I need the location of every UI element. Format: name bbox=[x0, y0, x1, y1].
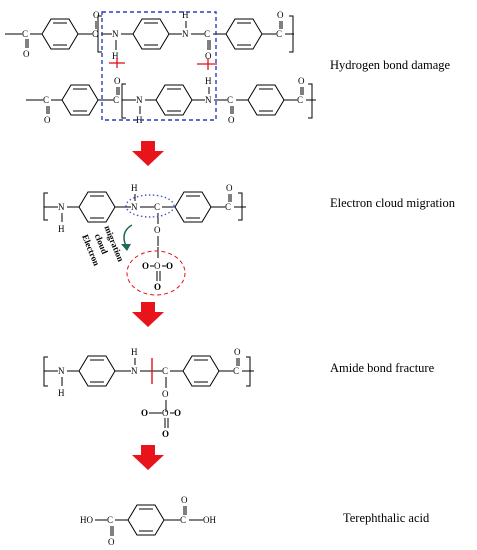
atom-h: H bbox=[58, 224, 65, 234]
atom-o: O bbox=[93, 10, 100, 20]
atom-c: C bbox=[107, 515, 113, 525]
atom-h: H bbox=[136, 115, 143, 125]
atom-h: H bbox=[112, 51, 119, 61]
benzene-ring bbox=[132, 18, 170, 50]
atom-n: N bbox=[131, 202, 138, 212]
atom-c: C bbox=[113, 95, 119, 105]
atom-o: O bbox=[141, 408, 148, 418]
electron-migration-structure: N H N H C O C O O O bbox=[43, 183, 246, 292]
atom-n: N bbox=[131, 366, 138, 376]
atom-ho: HO bbox=[80, 515, 93, 525]
atom-c: C bbox=[233, 366, 239, 376]
benzene-ring bbox=[127, 504, 165, 536]
amide-fracture-structure: N H N H C O C O O O O bbox=[43, 347, 254, 439]
atom-o: O bbox=[277, 10, 284, 20]
atom-c: C bbox=[204, 29, 210, 39]
atom-oh: OH bbox=[203, 515, 216, 525]
atom-o: O bbox=[154, 225, 161, 235]
atom-o: O bbox=[162, 389, 169, 399]
atom-n: N bbox=[205, 95, 212, 105]
electron-cloud-migration-annotation: Electron cloud migration bbox=[80, 224, 126, 267]
benzene-ring bbox=[78, 191, 116, 223]
benzene-ring bbox=[225, 18, 263, 50]
atom-c: C bbox=[154, 202, 160, 212]
red-down-arrow bbox=[132, 141, 164, 166]
atom-o: O bbox=[174, 408, 181, 418]
atom-o: O bbox=[44, 115, 51, 125]
benzene-ring bbox=[174, 191, 212, 223]
atom-c: C bbox=[180, 515, 186, 525]
step-label-amide-bond-fracture: Amide bond fracture bbox=[330, 361, 435, 375]
atom-o: O bbox=[108, 537, 115, 547]
atom-n: N bbox=[58, 202, 65, 212]
step-label-terephthalic-acid: Terephthalic acid bbox=[343, 511, 430, 525]
atom-h: H bbox=[131, 183, 138, 193]
curved-migration-arrow bbox=[123, 224, 133, 247]
atom-o: O bbox=[154, 282, 161, 292]
atom-n: N bbox=[58, 366, 65, 376]
atom-o: O bbox=[23, 49, 30, 59]
atom-o: O bbox=[228, 115, 235, 125]
benzene-ring bbox=[61, 84, 99, 116]
atom-o: O bbox=[226, 183, 233, 193]
step-label-hydrogen-bond-damage: Hydrogen bond damage bbox=[330, 58, 451, 72]
atom-c: C bbox=[92, 29, 98, 39]
red-down-arrow bbox=[132, 302, 164, 327]
atom-c: C bbox=[297, 95, 303, 105]
atom-h: H bbox=[131, 347, 138, 357]
atom-h: H bbox=[58, 388, 65, 398]
atom-c: C bbox=[225, 202, 231, 212]
chain-lower: C O C O N H N H C O bbox=[26, 76, 316, 125]
hydrogen-bond-box bbox=[101, 11, 217, 121]
curved-arrow-head bbox=[121, 244, 131, 251]
atom-o: O bbox=[114, 76, 121, 86]
atom-n: N bbox=[136, 95, 143, 105]
atom-o: O bbox=[234, 347, 241, 357]
atom-c: C bbox=[227, 95, 233, 105]
terephthalic-acid-structure: HO C O C O OH bbox=[80, 495, 216, 547]
chain-upper: C O C O N H N H C O bbox=[5, 10, 294, 61]
atom-n: N bbox=[182, 29, 189, 39]
atom-o: O bbox=[181, 495, 188, 505]
benzene-ring bbox=[182, 355, 220, 387]
benzene-ring bbox=[247, 84, 285, 116]
atom-o: O bbox=[205, 51, 212, 61]
atom-o: O bbox=[166, 261, 173, 271]
benzene-ring bbox=[78, 355, 116, 387]
atom-h: H bbox=[182, 10, 189, 20]
atom-o: O bbox=[142, 261, 149, 271]
atom-c: C bbox=[22, 29, 28, 39]
atom-h: H bbox=[205, 76, 212, 86]
atom-o: O bbox=[154, 261, 161, 271]
atom-c: C bbox=[276, 29, 282, 39]
benzene-ring bbox=[155, 84, 193, 116]
atom-c: C bbox=[43, 95, 49, 105]
atom-o: O bbox=[162, 429, 169, 439]
atom-c: C bbox=[162, 366, 168, 376]
atom-n: N bbox=[112, 29, 119, 39]
oxygen-dashed-circle bbox=[126, 250, 186, 296]
atom-o: O bbox=[162, 408, 169, 418]
atom-o: O bbox=[298, 76, 305, 86]
red-down-arrow bbox=[132, 445, 164, 470]
benzene-ring bbox=[41, 18, 79, 50]
electron-cloud-ellipse bbox=[125, 194, 175, 218]
step-label-electron-cloud-migration: Electron cloud migration bbox=[330, 196, 456, 210]
